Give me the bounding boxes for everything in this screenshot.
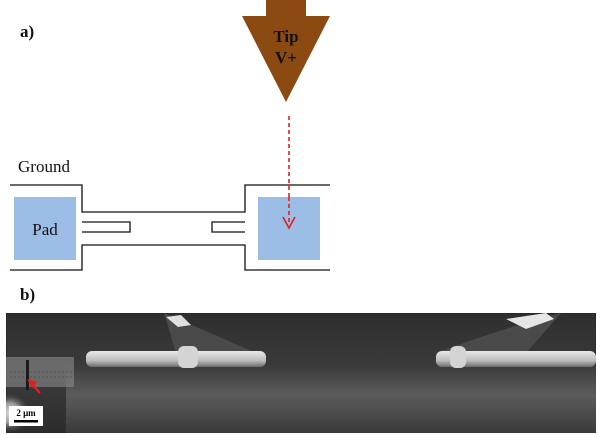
tip-triangle: [242, 16, 330, 102]
tip-probe: Tip V+: [242, 0, 330, 102]
scale-bar: 2 μm: [9, 406, 43, 426]
right-beam: [436, 351, 596, 367]
arrow-head-on-pad: [282, 197, 296, 230]
schematic-diagram: Tip V+ Ground Pad: [10, 0, 330, 271]
panel-b-label: b): [20, 285, 36, 304]
defect-line: [26, 360, 29, 390]
panel-a-label: a): [20, 22, 35, 41]
tip-shaft: [266, 0, 306, 16]
sem-micrograph: 2 μm: [6, 313, 596, 433]
left-beam: [86, 351, 266, 367]
tip-label-line2: V+: [275, 48, 297, 67]
red-indicator-arrow: [27, 379, 41, 394]
device-outline: [10, 184, 330, 271]
scale-bar-label: 2 μm: [16, 408, 36, 418]
left-pad-label: Pad: [32, 220, 58, 239]
tip-label-line1: Tip: [273, 27, 298, 46]
ground-label: Ground: [18, 157, 70, 176]
left-pad: [14, 197, 76, 260]
